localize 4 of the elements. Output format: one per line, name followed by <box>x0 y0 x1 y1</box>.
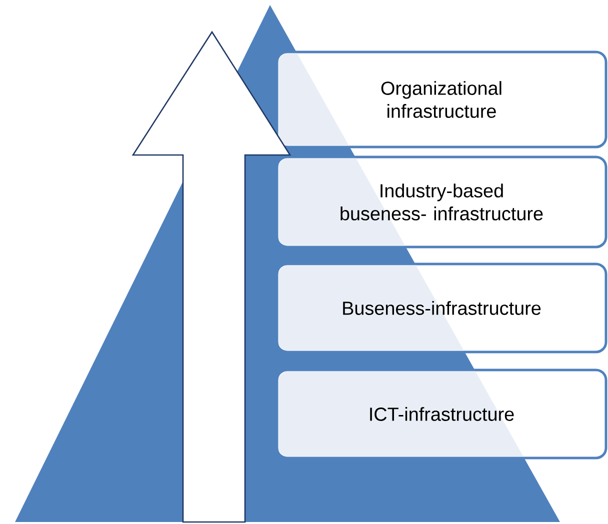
layer-box: Industry-based buseness- infrastructure <box>276 156 608 248</box>
layer-box: ICT-infrastructure <box>276 368 608 460</box>
layer-box: Buseness-infrastructure <box>276 262 608 354</box>
layer-box: Organizational infrastructure <box>276 50 608 148</box>
